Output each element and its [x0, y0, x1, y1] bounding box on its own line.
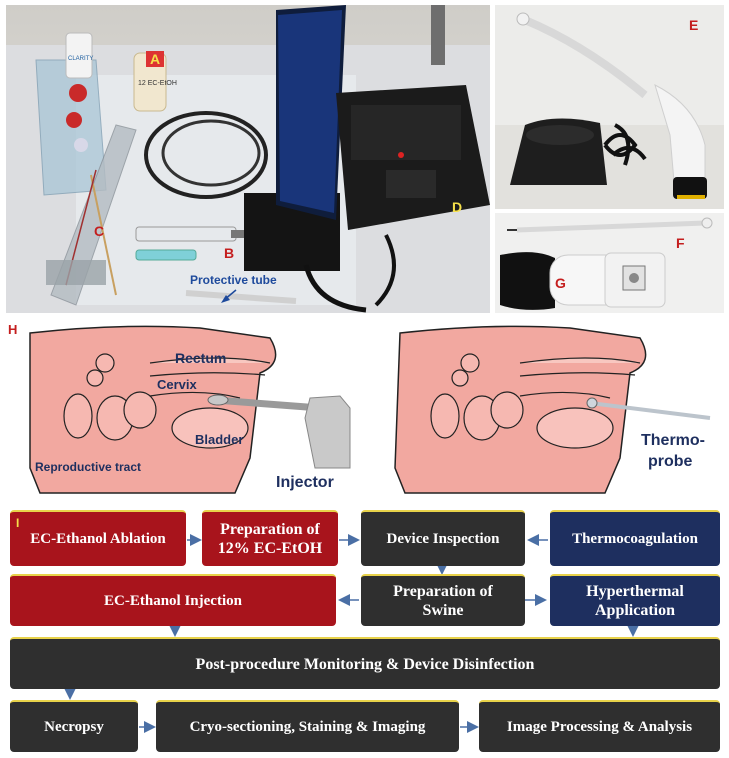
label-e: E [689, 17, 699, 33]
box-hyperthermal-application: Hyperthermal Application [550, 574, 720, 626]
thermocoagulator-photo: E [495, 5, 724, 209]
label-i: I [16, 516, 20, 530]
label-h: H [8, 322, 18, 337]
device-inspection-text: Device Inspection [386, 530, 500, 547]
bottle-label: CLARITY [68, 56, 93, 62]
rectum-label: Rectum [175, 350, 227, 366]
preparation-swine-line1: Preparation of [393, 583, 493, 600]
preparation-swine-line2: Swine [422, 602, 464, 619]
post-procedure-monitoring-text: Post-procedure Monitoring & Device Disin… [195, 655, 535, 673]
box-preparation-swine: Preparation of Swine [361, 574, 525, 626]
thermoprobe-label-2: probe [648, 453, 693, 470]
box-cryo-sectioning: Cryo-sectioning, Staining & Imaging [156, 700, 459, 752]
flowchart-arrows [64, 534, 639, 733]
hyperthermal-line2: Application [594, 602, 675, 619]
reproductive-tract-label: Reproductive tract [35, 460, 142, 474]
cryo-sectioning-text: Cryo-sectioning, Staining & Imaging [189, 718, 426, 735]
preparation-ec-line1: Preparation of [220, 521, 320, 538]
equipment-photo-drawing: CLARITY 12 EC-EtOH [6, 5, 490, 313]
box-post-procedure-monitoring: Post-procedure Monitoring & Device Disin… [10, 637, 720, 689]
box-device-inspection: Device Inspection [361, 510, 525, 566]
thermoprobe-photo: F G [495, 213, 724, 313]
box-thermocoagulation: Thermocoagulation [550, 510, 720, 566]
label-g: G [555, 275, 566, 291]
necropsy-text: Necropsy [44, 718, 104, 735]
image-processing-text: Image Processing & Analysis [506, 718, 693, 735]
tube-label: 12 EC-EtOH [138, 80, 177, 87]
box-ec-ethanol-injection: EC-Ethanol Injection [10, 574, 336, 626]
hyperthermal-line1: Hyperthermal [586, 583, 684, 600]
label-d: D [452, 199, 463, 215]
thermocoagulator-drawing [495, 12, 724, 209]
label-c: C [94, 223, 105, 239]
box-image-processing: Image Processing & Analysis [479, 700, 720, 752]
thermoprobe-label-1: Thermo- [641, 432, 705, 449]
label-f: F [676, 235, 685, 251]
ec-ethanol-injection-text: EC-Ethanol Injection [104, 592, 242, 609]
injector-label: Injector [276, 474, 334, 491]
ec-ethanol-ablation-text: EC-Ethanol Ablation [30, 530, 166, 547]
thermocoagulation-text: Thermocoagulation [572, 530, 698, 547]
thermoprobe-drawing [500, 217, 713, 310]
protective-tube-label: Protective tube [190, 273, 277, 287]
box-necropsy: Necropsy [10, 700, 138, 752]
cervix-label: Cervix [157, 377, 197, 392]
preparation-ec-line2: 12% EC-EtOH [217, 540, 323, 557]
box-ec-ethanol-ablation: I EC-Ethanol Ablation [10, 510, 186, 566]
label-a: A [146, 51, 165, 67]
anatomy-illustrations [29, 325, 711, 494]
box-preparation-ec-etoh: Preparation of 12% EC-EtOH [202, 510, 338, 566]
bladder-label: Bladder [195, 432, 244, 447]
equipment-photo: CLARITY 12 EC-EtOH [6, 5, 490, 313]
label-b: B [224, 245, 235, 261]
